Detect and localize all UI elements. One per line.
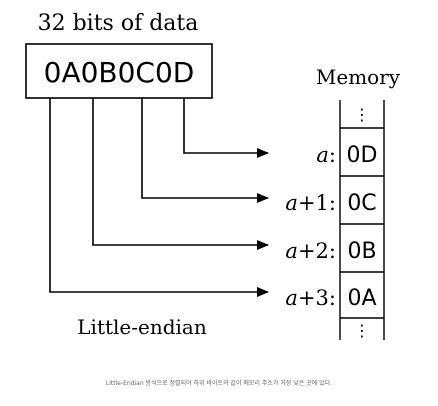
address-label-3: a+3: — [285, 286, 336, 310]
data-title: 32 bits of data — [38, 11, 199, 36]
data-word: 0A0B0C0D — [44, 56, 195, 89]
arrow-byte-0B — [92, 98, 269, 250]
arrow-byte-0A — [49, 98, 269, 297]
address-label-0: a: — [316, 143, 336, 167]
memory-ellipsis-top: ⋮ — [354, 105, 370, 124]
memory-column — [339, 100, 385, 340]
memory-byte-2: 0B — [347, 239, 376, 264]
figure-caption: Little-Endian 방식으로 정렬되어 하위 바이트의 값이 메모리 주… — [105, 380, 333, 387]
memory-byte-0: 0D — [347, 143, 378, 168]
memory-ellipsis-bottom: ⋮ — [354, 321, 370, 340]
arrow-byte-0D — [183, 98, 269, 158]
arrow-byte-0C — [141, 98, 269, 203]
address-label-2: a+2: — [285, 239, 336, 263]
memory-label: Memory — [316, 65, 401, 89]
mapping-arrows — [49, 98, 269, 297]
address-label-1: a+1: — [285, 191, 336, 215]
data-word-box — [25, 43, 213, 99]
memory-byte-1: 0C — [347, 191, 376, 216]
memory-byte-3: 0A — [347, 286, 376, 311]
endianness-label: Little-endian — [77, 315, 207, 339]
